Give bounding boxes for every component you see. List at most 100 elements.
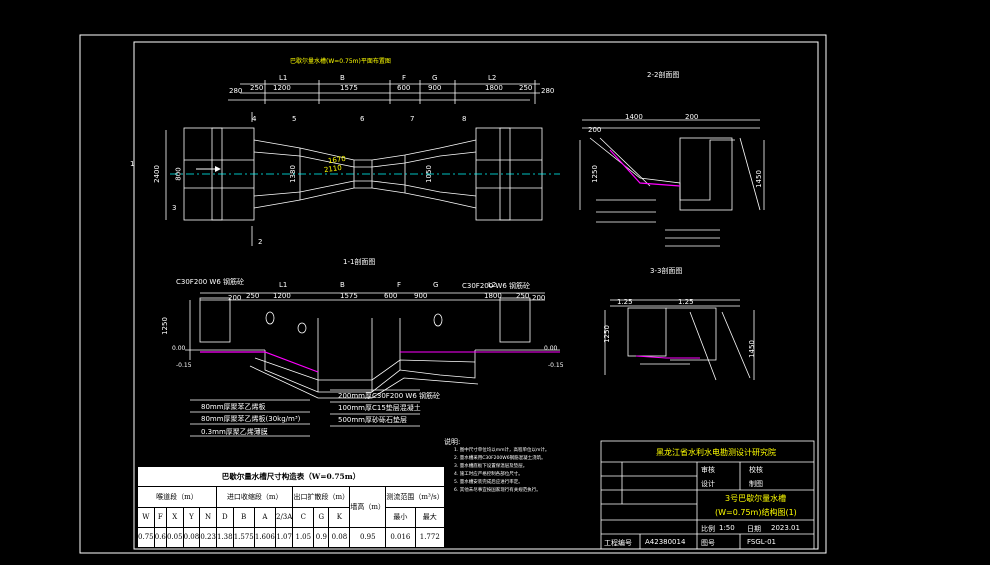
s11-level-2: -0.15 xyxy=(176,362,192,369)
s33-title: 3-3剖面图 xyxy=(650,267,683,275)
s11-layer-left-1: 80mm厚聚苯乙烯板 xyxy=(201,403,266,411)
table-cell: 1.05 xyxy=(292,526,315,549)
project-value: A42380014 xyxy=(645,538,686,546)
s11-height: 1250 xyxy=(160,317,169,335)
inner-border xyxy=(133,41,819,550)
title-field-design: 设计 xyxy=(701,480,715,488)
s22-dim-3: 200 xyxy=(685,113,699,121)
s11-end-dim-1: 250 xyxy=(246,292,260,300)
table-cell: 0.08 xyxy=(182,526,201,549)
plan-dim-1: 1200 xyxy=(273,84,291,92)
s11-seg-f: F xyxy=(397,281,402,289)
table-cell: 0.23 xyxy=(199,526,217,549)
sub-header: X xyxy=(165,506,184,528)
scale-value: 1:50 xyxy=(719,524,735,532)
plan-dim-4: 900 xyxy=(428,84,442,92)
s22-height: 1250 xyxy=(590,165,599,183)
group-header-throat: 喉道段（m） xyxy=(137,486,217,508)
plan-section-4: 4 xyxy=(252,115,257,123)
group-header-wall: 墙高（m） xyxy=(349,486,387,528)
s11-seg-l2: L2 xyxy=(488,281,497,289)
plan-dim-2: 1575 xyxy=(340,84,358,92)
s11-dim-3: 600 xyxy=(384,292,398,300)
table-cell: 1.07 xyxy=(274,526,294,549)
plan-section-8: 8 xyxy=(462,115,467,123)
plan-section-3: 3 xyxy=(172,204,177,212)
plan-end-dim-4: 280 xyxy=(541,87,555,95)
title-field-review: 审核 xyxy=(701,466,715,474)
plan-side-dim-2: 800 xyxy=(174,167,183,181)
sub-header: D xyxy=(215,506,234,528)
plan-end-dim-3: 250 xyxy=(519,84,533,92)
title-block: 黑龙江省水利水电勘测设计研究院 审核 校核 设计 制图 3号巴歇尔量水槽 (W=… xyxy=(601,441,814,549)
plan-seg-l1: L1 xyxy=(279,74,288,82)
plan-section-6: 6 xyxy=(360,115,365,123)
project-label: 工程编号 xyxy=(604,539,632,547)
table-cell: 0.6 xyxy=(153,526,167,549)
s11-layer-left-2: 80mm厚聚苯乙烯板(30kg/m³) xyxy=(201,415,301,423)
plan-end-dim-2: 280 xyxy=(229,87,243,95)
s11-concrete-right: C30F200 W6 钢筋砼 xyxy=(462,282,531,290)
plan-seg-b: B xyxy=(340,74,345,82)
s11-concrete-left: C30F200 W6 钢筋砼 xyxy=(176,278,245,286)
s22-title: 2-2剖面图 xyxy=(647,71,680,79)
sheet-label: 图号 xyxy=(701,539,715,547)
plan-inner-dim-3: 1380 xyxy=(288,165,297,183)
sub-header: C xyxy=(292,506,315,528)
dimension-table: 巴歇尔量水槽尺寸构造表（W=0.75m） 喉道段（m） 进口收缩段（m） 出口扩… xyxy=(137,465,446,549)
sub-header: 最小 xyxy=(385,506,416,528)
note-2: 2. 量水槽采用C30F200W6钢筋混凝土浇筑。 xyxy=(454,456,546,461)
s11-dim-4: 900 xyxy=(414,292,428,300)
s11-dim-1: 1200 xyxy=(273,292,291,300)
note-1: 1. 图中尺寸单位均以mm计，高程单位以m计。 xyxy=(454,448,550,453)
date-label: 日期 xyxy=(747,525,761,533)
drawing-title-2: (W=0.75m)结构图(1) xyxy=(715,508,797,517)
sub-header: 最大 xyxy=(414,506,446,528)
s11-layer-right-3: 500mm厚砂砾石垫层 xyxy=(338,416,407,424)
plan-section-2: 2 xyxy=(258,238,263,246)
group-header-outlet: 出口扩散段（m） xyxy=(292,486,351,508)
flow-arrow-head xyxy=(215,166,221,172)
sub-header: A xyxy=(253,506,276,528)
plan-section-1: 1 xyxy=(130,160,135,168)
s33-height2: 1450 xyxy=(747,340,756,358)
plan-seg-g: G xyxy=(432,74,438,82)
date-value: 2023.01 xyxy=(771,524,800,532)
scale-label: 比例 xyxy=(701,525,715,533)
plan-side-dim-1: 2400 xyxy=(152,165,161,183)
sub-header: W xyxy=(137,506,155,528)
section-11 xyxy=(185,292,560,437)
s22-dim-2: 1400 xyxy=(625,113,643,121)
s11-level-3: 0.00 xyxy=(544,345,558,352)
sub-header: G xyxy=(313,506,330,528)
table-cell: 1.772 xyxy=(414,526,446,549)
plan-section-7: 7 xyxy=(410,115,415,123)
title-field-draw: 制图 xyxy=(749,480,763,488)
table-cell: 0.016 xyxy=(385,526,416,549)
title-block-frame xyxy=(600,440,815,550)
note-5: 5. 量水槽安装完成后应进行率定。 xyxy=(454,480,523,485)
plan-title: 巴歇尔量水槽(W=0.75m)平面布置图 xyxy=(290,58,391,65)
s11-level-1: 0.00 xyxy=(172,345,186,352)
section-11-liner xyxy=(200,351,319,373)
section-22 xyxy=(579,119,765,247)
s33-dim-1: 1.25 xyxy=(617,298,633,306)
plan-view xyxy=(165,80,543,246)
s11-end-dim-3: 200 xyxy=(532,294,546,302)
title-block-org: 黑龙江省水利水电勘测设计研究院 xyxy=(656,448,776,457)
note-3: 3. 量水槽底板下设置保温层及垫层。 xyxy=(454,464,528,469)
section-33-liner xyxy=(635,355,700,359)
sub-header: 2/3A xyxy=(274,506,294,528)
s11-seg-l1: L1 xyxy=(279,281,288,289)
plan-dim-3: 600 xyxy=(397,84,411,92)
s11-layer-right-2: 100mm厚C15垫层混凝土 xyxy=(338,404,421,412)
s11-end-dim-4: 250 xyxy=(516,292,530,300)
table-cell: 0.75 xyxy=(137,526,155,549)
s11-layer-left-3: 0.3mm厚聚乙烯薄膜 xyxy=(201,428,268,436)
sub-header: Y xyxy=(182,506,201,528)
table-caption: 巴歇尔量水槽尺寸构造表（W=0.75m） xyxy=(137,465,445,488)
sub-header: F xyxy=(153,506,167,528)
table-cell: 1.606 xyxy=(253,526,276,549)
plan-end-dim-1: 250 xyxy=(250,84,264,92)
